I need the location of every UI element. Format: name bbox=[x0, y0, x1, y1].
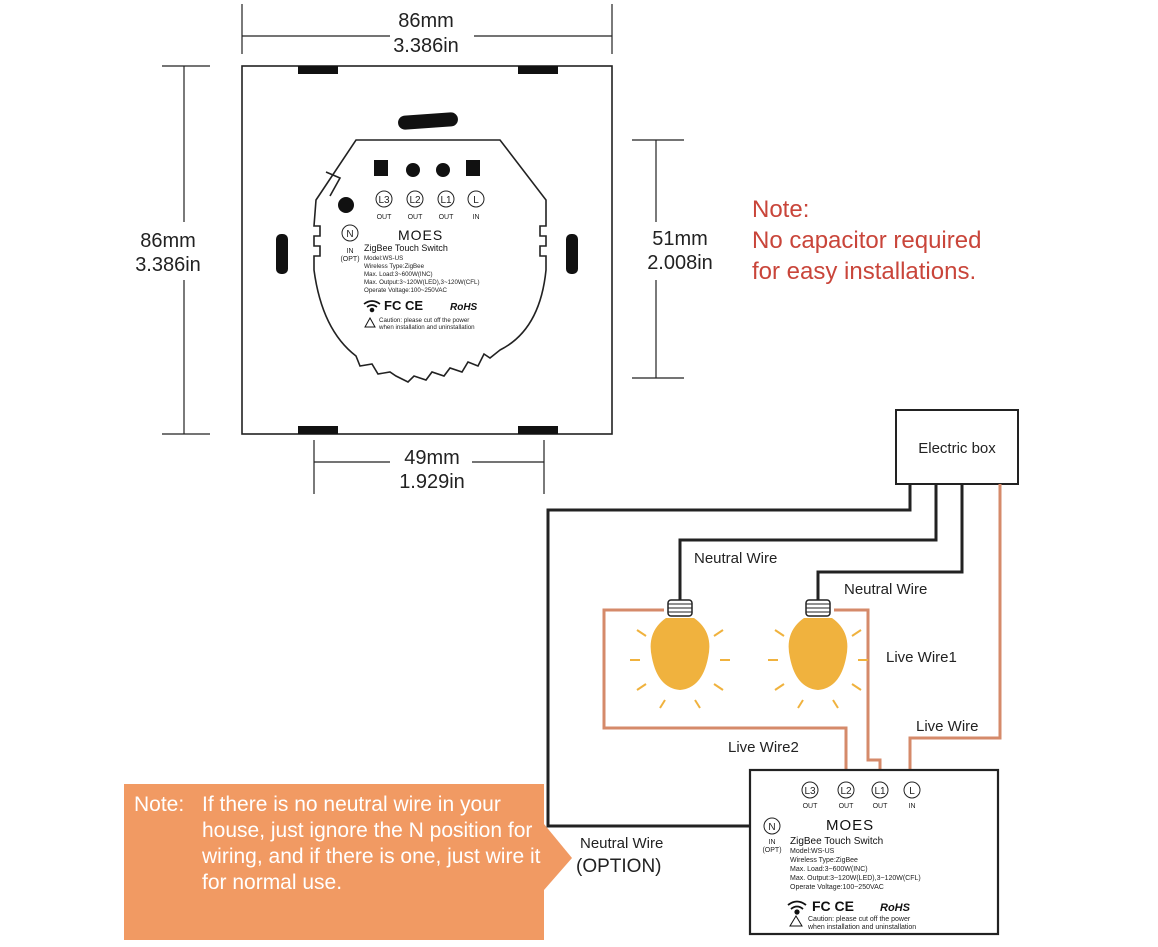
svg-text:L1: L1 bbox=[874, 786, 886, 797]
svg-text:Max. Output:3~120W(LED),3~120W: Max. Output:3~120W(LED),3~120W(CFL) bbox=[790, 875, 921, 882]
switch-module: L3 OUT L2 OUT L1 OUT L IN N IN (OPT) MOE… bbox=[748, 768, 1000, 936]
svg-text:L3: L3 bbox=[804, 786, 816, 797]
svg-text:Operate Voltage:100~250VAC: Operate Voltage:100~250VAC bbox=[790, 884, 884, 891]
bulb-1 bbox=[630, 599, 730, 709]
svg-text:Caution: please cut off the po: Caution: please cut off the power bbox=[808, 916, 911, 923]
plate-brand-logo: MOES bbox=[398, 227, 443, 243]
dim-right-mm: 51mm bbox=[652, 228, 708, 250]
dimension-top bbox=[241, 4, 613, 54]
svg-text:OUT: OUT bbox=[439, 214, 455, 221]
svg-text:IN: IN bbox=[769, 839, 776, 846]
svg-text:Wireless Type:ZigBee: Wireless Type:ZigBee bbox=[364, 263, 425, 270]
module-terminal-l1: L1 OUT bbox=[871, 781, 889, 810]
svg-text:Wireless Type:ZigBee: Wireless Type:ZigBee bbox=[790, 857, 858, 864]
svg-text:IN: IN bbox=[347, 248, 354, 255]
svg-text:IN: IN bbox=[473, 214, 480, 221]
plate-terminals: L3 OUT L2 OUT L1 OUT L IN N IN (OPT) bbox=[340, 190, 485, 263]
svg-text:Operate Voltage:100~250VAC: Operate Voltage:100~250VAC bbox=[364, 287, 447, 294]
svg-text:Caution: please cut off the po: Caution: please cut off the power bbox=[379, 317, 469, 324]
svg-text:Model:WS-US: Model:WS-US bbox=[364, 255, 403, 262]
svg-text:N: N bbox=[346, 229, 353, 240]
dim-top-mm: 86mm bbox=[398, 10, 454, 32]
dimension-right bbox=[632, 139, 684, 379]
wifi-icon bbox=[363, 300, 381, 313]
warning-icon bbox=[364, 316, 376, 328]
svg-text:N: N bbox=[768, 822, 775, 833]
live-wires bbox=[602, 484, 1002, 782]
wifi-icon bbox=[787, 900, 807, 915]
capacitor-note: Note: No capacitor required for easy ins… bbox=[752, 196, 981, 285]
dim-right-in: 2.008in bbox=[647, 252, 713, 274]
label-neutral-wire-1: Neutral Wire bbox=[694, 550, 777, 567]
svg-text:L: L bbox=[909, 786, 915, 797]
plate-terminal-n: N IN (OPT) bbox=[340, 224, 360, 263]
neutral-note-callout bbox=[124, 784, 544, 940]
plate-terminal-l2: L2 OUT bbox=[406, 190, 424, 221]
label-live-wire-2: Live Wire2 bbox=[728, 739, 799, 756]
label-neutral-option-1: Neutral Wire bbox=[580, 835, 663, 852]
module-certs: FC CE bbox=[812, 898, 854, 914]
svg-text:when installation and uninstal: when installation and uninstallation bbox=[807, 924, 916, 931]
module-product: ZigBee Touch Switch bbox=[790, 836, 883, 847]
svg-text:Max. Output:3~120W(LED),3~120W: Max. Output:3~120W(LED),3~120W(CFL) bbox=[364, 279, 480, 286]
module-terminal-l2: L2 OUT bbox=[837, 781, 855, 810]
svg-text:OUT: OUT bbox=[377, 214, 393, 221]
warning-icon bbox=[789, 915, 803, 927]
module-terminal-l3: L3 OUT bbox=[801, 781, 819, 810]
callout-pointer bbox=[544, 824, 572, 890]
module-terminal-n: N IN (OPT) bbox=[762, 817, 782, 854]
svg-text:OUT: OUT bbox=[839, 803, 855, 810]
dimension-left bbox=[162, 65, 210, 435]
svg-text:Max. Load:3~600W(INC): Max. Load:3~600W(INC) bbox=[364, 271, 433, 278]
module-rohs: RoHS bbox=[880, 902, 911, 914]
svg-text:Max. Load:3~600W(INC): Max. Load:3~600W(INC) bbox=[790, 866, 868, 873]
neutral-note-body: If there is no neutral wire in your hous… bbox=[202, 793, 541, 894]
svg-text:Model:WS-US: Model:WS-US bbox=[790, 848, 835, 855]
svg-text:OUT: OUT bbox=[803, 803, 819, 810]
label-neutral-option-2: (OPTION) bbox=[576, 856, 662, 877]
dim-bottom-mm: 49mm bbox=[404, 447, 460, 469]
svg-text:Note:: Note: bbox=[752, 196, 809, 223]
plate-label: MOES ZigBee Touch Switch Model:WS-US Wir… bbox=[363, 227, 480, 331]
svg-text:for easy installations.: for easy installations. bbox=[752, 258, 976, 285]
svg-text:L2: L2 bbox=[840, 786, 852, 797]
neutral-note-head: Note: bbox=[134, 793, 185, 816]
neutral-wires bbox=[546, 484, 964, 828]
svg-text:(OPT): (OPT) bbox=[762, 847, 781, 854]
module-terminal-l: L IN bbox=[903, 781, 921, 810]
dim-bottom-in: 1.929in bbox=[399, 471, 465, 493]
module-brand-logo: MOES bbox=[826, 817, 874, 834]
svg-text:L3: L3 bbox=[378, 195, 390, 206]
label-live-wire-1: Live Wire1 bbox=[886, 649, 957, 666]
dim-left-in: 3.386in bbox=[135, 254, 201, 276]
svg-text:when installation and uninstal: when installation and uninstallation bbox=[378, 324, 475, 331]
dim-top-in: 3.386in bbox=[393, 35, 459, 57]
bulb-2 bbox=[768, 599, 868, 709]
svg-text:L2: L2 bbox=[409, 195, 421, 206]
svg-text:L: L bbox=[473, 195, 479, 206]
plate-rohs: RoHS bbox=[450, 302, 478, 313]
svg-text:No capacitor required: No capacitor required bbox=[752, 227, 981, 254]
svg-text:Electric box: Electric box bbox=[918, 440, 996, 457]
svg-text:OUT: OUT bbox=[408, 214, 424, 221]
plate-terminal-l3: L3 OUT bbox=[375, 190, 393, 221]
label-live-wire: Live Wire bbox=[916, 718, 979, 735]
plate-product: ZigBee Touch Switch bbox=[364, 243, 448, 253]
plate-certs: FC CE bbox=[384, 298, 423, 313]
svg-text:(OPT): (OPT) bbox=[340, 256, 359, 263]
dim-left-mm: 86mm bbox=[140, 230, 196, 252]
svg-text:L1: L1 bbox=[440, 195, 452, 206]
label-neutral-wire-2: Neutral Wire bbox=[844, 581, 927, 598]
plate-terminal-l: L IN bbox=[467, 190, 485, 221]
electric-box: Electric box bbox=[895, 409, 1019, 485]
plate-terminal-l1: L1 OUT bbox=[437, 190, 455, 221]
svg-text:OUT: OUT bbox=[873, 803, 889, 810]
dimension-bottom bbox=[313, 440, 545, 494]
svg-text:IN: IN bbox=[909, 803, 916, 810]
